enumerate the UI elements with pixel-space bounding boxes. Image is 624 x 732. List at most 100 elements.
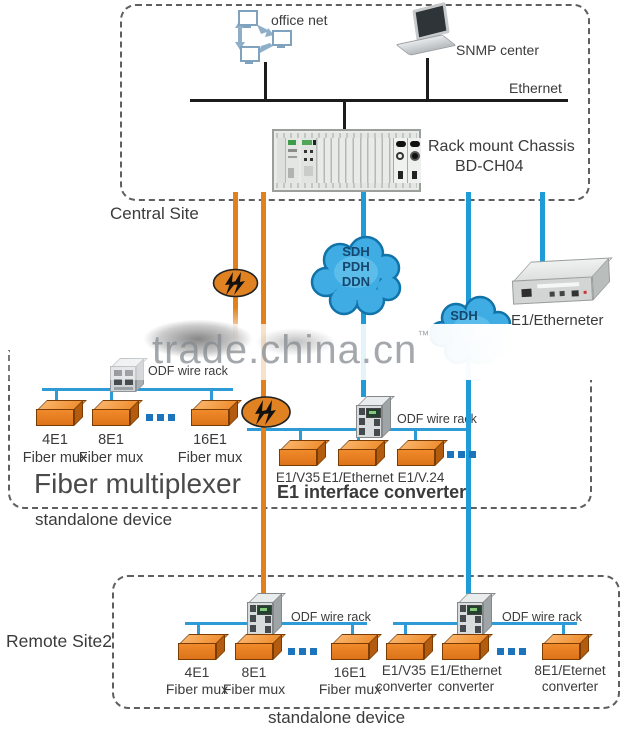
box-label-line1: 16E1: [193, 432, 227, 448]
monitor-icon: [240, 46, 260, 64]
sdh-pdh-ddn-cloud-icon: [310, 230, 402, 321]
device-box-icon: [279, 440, 330, 466]
watermark-band: [0, 324, 624, 380]
e1-line-2: [466, 192, 471, 594]
e1-line-3: [540, 192, 545, 265]
standalone-box: [8, 350, 592, 509]
converter-label: E1/V.24: [397, 470, 445, 485]
remote-converter-label: E1/V35 converter: [359, 663, 449, 695]
box-label-line1: 4E1: [184, 664, 210, 680]
cloud1-line-pdh: PDH: [342, 259, 370, 274]
fiber-link-icon: [241, 396, 291, 433]
device-box-icon: [397, 440, 448, 466]
drop-line: [414, 429, 417, 447]
drop-line: [210, 389, 213, 409]
drop-line: [562, 623, 565, 642]
remote-site-label: Remote Site2: [6, 631, 113, 651]
box-label-line2: Fiber mux: [318, 681, 382, 697]
chassis-drop-line: [343, 102, 346, 129]
device-box-icon: [542, 634, 593, 660]
fiber-mux-label: 8E1 Fiber mux: [71, 431, 151, 467]
central-site-label: Central Site: [110, 204, 199, 223]
chassis-label-line1: Rack mount Chassis: [428, 138, 575, 155]
box-label-line2: Fiber mux: [165, 681, 229, 697]
box-label-line2: converter: [375, 679, 433, 694]
device-box-icon: [338, 440, 389, 466]
ellipsis-dots-icon: [288, 648, 317, 655]
cloud1-line-sdh: SDH: [342, 244, 370, 259]
chassis-label-line2: BD-CH04: [455, 158, 524, 175]
snmp-drop-line: [426, 58, 429, 100]
converter-label: E1/Ethernet: [322, 470, 394, 485]
box-label-line2: converter: [437, 679, 495, 694]
remote-fiber-mux-label: 8E1 Fiber mux: [214, 664, 294, 698]
box-label-line1: E1/V35: [381, 663, 427, 678]
remote-converter-label: 8E1/Eternet converter: [525, 663, 615, 695]
office-net-label: office net: [271, 12, 328, 28]
box-label-line2: Fiber mux: [78, 450, 144, 466]
device-box-icon: [386, 634, 437, 660]
device-box-icon: [178, 634, 229, 660]
office-net-arrows-icon: [235, 20, 274, 56]
e1-ethernet-device-icon: [507, 251, 620, 311]
fiber-mux-label: 4E1 Fiber mux: [15, 431, 95, 467]
box-label-line1: 8E1/Eternet: [534, 663, 606, 678]
standalone-device-label: standalone device: [35, 510, 173, 529]
device-box-icon: [36, 400, 87, 426]
device-box-icon: [235, 634, 286, 660]
box-label-line1: 8E1: [98, 432, 124, 448]
central-site-box: [120, 4, 590, 201]
odf-tower-icon: [243, 588, 286, 635]
rack-chassis-icon: [272, 129, 421, 192]
monitor-icon: [272, 30, 292, 48]
drop-line: [404, 623, 407, 642]
device-box-icon: [331, 634, 382, 660]
odf-wire-rack-label: ODF wire rack: [291, 610, 371, 624]
remote-standalone-device-label: standalone device: [268, 708, 406, 727]
device-box-icon: [442, 634, 493, 660]
remote-site-box: [112, 575, 620, 709]
box-label-line2: Fiber mux: [22, 450, 88, 466]
box-label-line2: Fiber mux: [177, 450, 243, 466]
cloud1-text: SDH PDH DDN: [332, 244, 380, 289]
fiber-multiplexer-title: Fiber multiplexer: [34, 468, 241, 499]
odf-wire-rack-label: ODF wire rack: [397, 412, 477, 426]
snmp-laptop-icon: [395, 1, 458, 62]
monitor-icon: [238, 10, 258, 28]
remote-fiber-mux-label: 4E1 Fiber mux: [157, 664, 237, 698]
box-label-line2: Fiber mux: [222, 681, 286, 697]
drop-line: [357, 429, 360, 447]
fiber-link-icon: [212, 268, 259, 303]
box-label-line1: 8E1: [241, 664, 267, 680]
device-box-icon: [191, 400, 242, 426]
office-net-drop-line: [264, 62, 267, 100]
remote-converter-label: E1/Ethernet converter: [421, 663, 511, 695]
fiber-line-b: [261, 192, 266, 593]
odf-tower-icon: [453, 588, 496, 635]
fiber-mux-label: 16E1 Fiber mux: [170, 431, 250, 467]
drop-line: [55, 389, 58, 409]
drop-line: [197, 623, 200, 642]
cloud2-text: SDH: [450, 308, 478, 323]
ethernet-bus-line: [190, 99, 568, 102]
office-net-icon: [228, 8, 334, 66]
drop-line: [299, 429, 302, 447]
snmp-center-label: SNMP center: [456, 42, 539, 58]
ethernet-label: Ethernet: [509, 80, 562, 96]
drop-line: [351, 623, 354, 642]
box-label-line1: E1/Ethernet: [430, 663, 502, 678]
odf-wire-rack-label: ODF wire rack: [502, 610, 582, 624]
device-box-icon: [92, 400, 143, 426]
remote-fiber-mux-label: 16E1 Fiber mux: [310, 664, 390, 698]
odf-wire-rack-label: ODF wire rack: [148, 364, 228, 378]
box-label-line1: 16E1: [333, 664, 367, 680]
box-label-line1: 4E1: [42, 432, 68, 448]
ellipsis-dots-icon: [447, 451, 476, 458]
box-label-line2: converter: [541, 679, 599, 694]
cloud1-line-ddn: DDN: [341, 274, 371, 289]
watermark-tm: ™: [417, 328, 431, 342]
odf-tower-icon: [352, 391, 395, 438]
fiber-line-a: [233, 192, 238, 340]
e1-ethernet-device-label: E1/Etherneter: [511, 312, 604, 329]
